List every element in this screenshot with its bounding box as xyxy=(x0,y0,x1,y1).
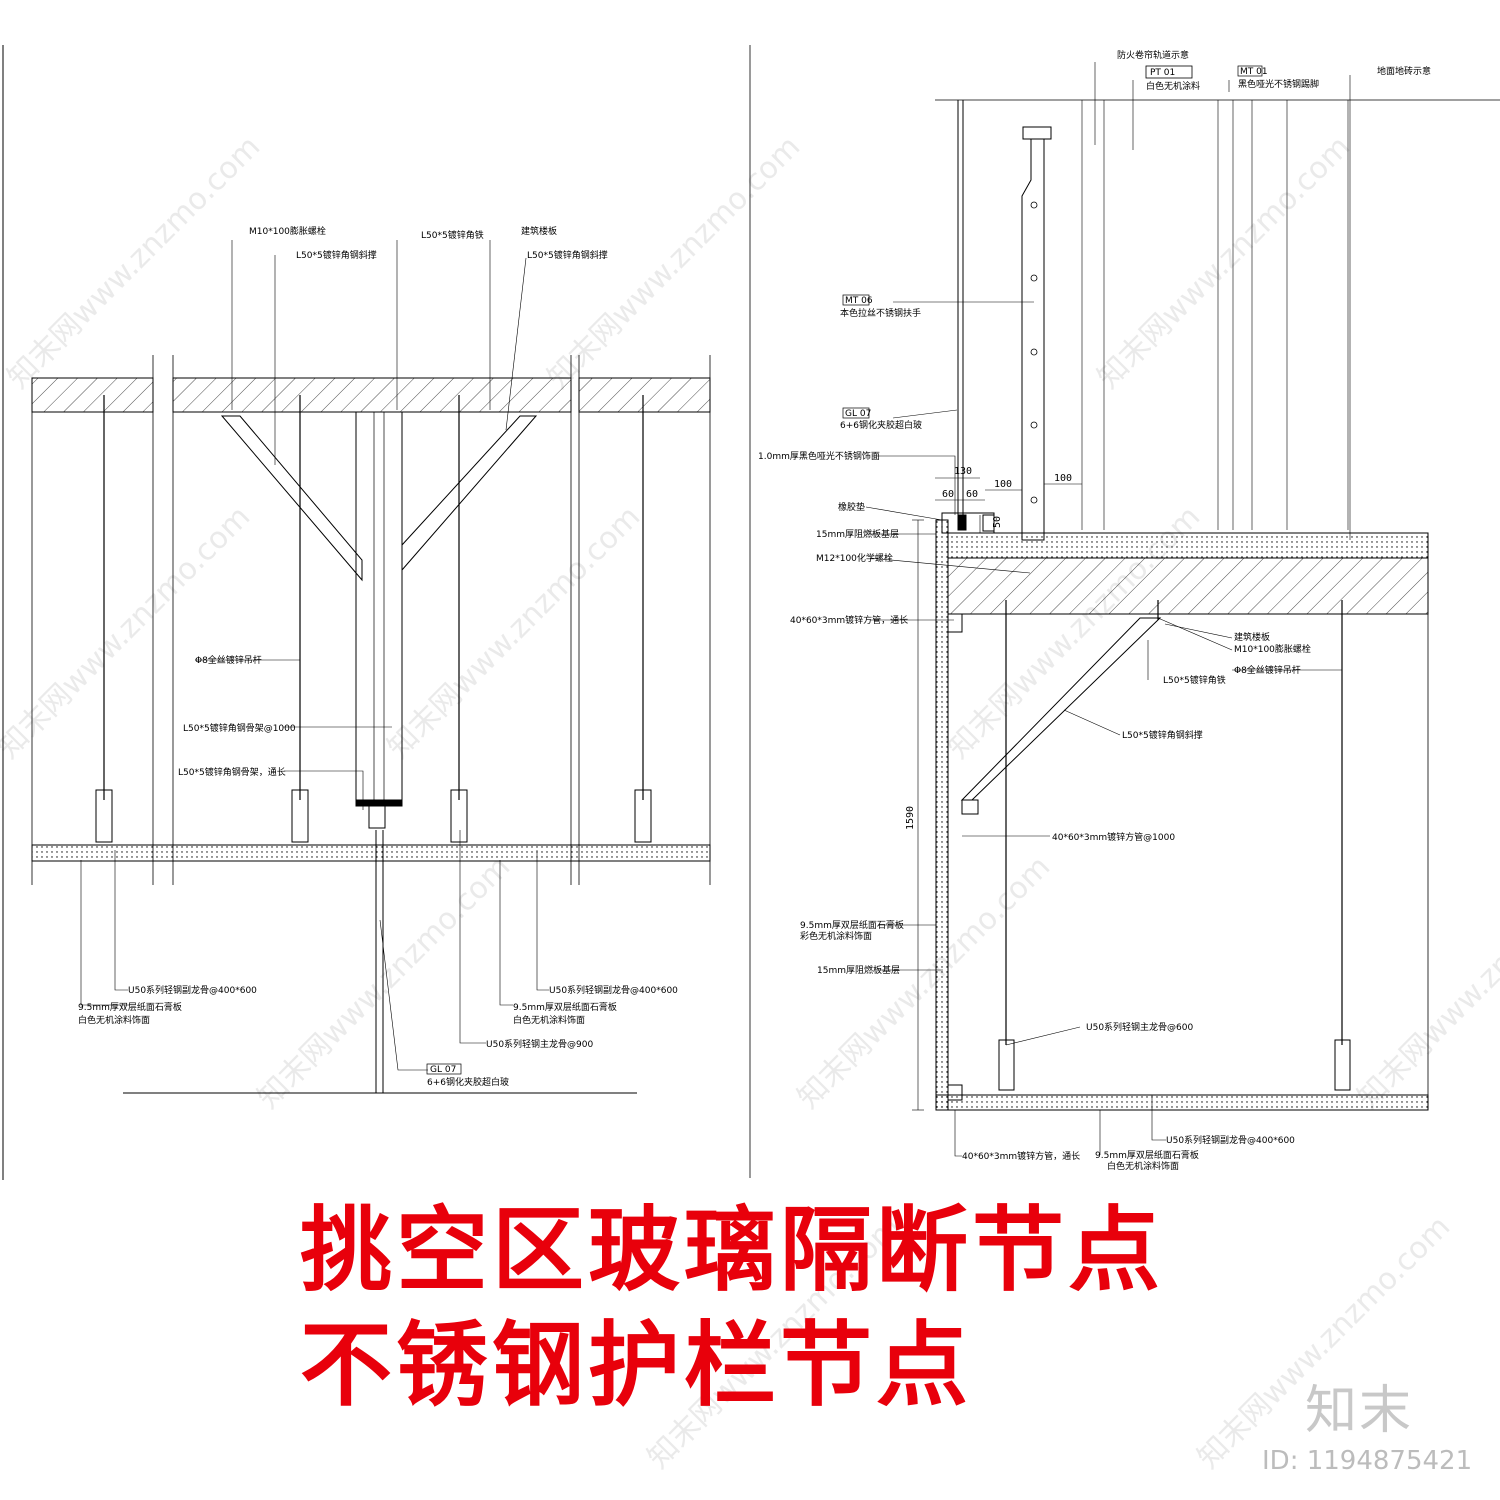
label-u50-main-right: U50系列轻钢主龙骨@600 xyxy=(1086,1021,1193,1033)
label-ss-finish: 1.0mm厚黑色哑光不锈钢饰面 xyxy=(758,450,880,462)
label-shutter: 防火卷帘轨道示意 xyxy=(1117,49,1189,61)
hanger-rods-right xyxy=(1005,600,1343,1045)
label-gypsum-bottom-1: 9.5mm厚双层纸面石膏板 xyxy=(1095,1149,1199,1161)
label-gypsum-left-1: 9.5mm厚双层纸面石膏板 xyxy=(78,1001,182,1013)
watermark: 知末网www.znzmo.com xyxy=(251,849,517,1115)
label-frame-1000: L50*5镀锌角钢骨架@1000 xyxy=(183,722,296,734)
label-mt01-desc: 黑色哑光不锈钢踢脚 xyxy=(1238,78,1319,90)
label-pt01-code: PT 01 xyxy=(1150,68,1175,78)
dimension-texts: 130 60 60 100 100 50 1590 xyxy=(905,466,1072,830)
label-l50-angle-right: L50*5镀锌角铁 xyxy=(1163,674,1226,686)
watermark: 知末网www.znzmo.com xyxy=(381,499,647,765)
label-m10-bolt-right: M10*100膨胀螺栓 xyxy=(1234,643,1311,655)
gypsum-ceiling-right xyxy=(935,1094,1429,1111)
label-frame-long: L50*5镀锌角钢骨架，通长 xyxy=(178,766,286,778)
label-gypsum-right-1: 9.5mm厚双层纸面石膏板 xyxy=(513,1001,617,1013)
label-pt01-desc: 白色无机涂料 xyxy=(1146,80,1200,92)
label-gypsum-left-2: 白色无机涂料饰面 xyxy=(78,1014,150,1026)
handrail-cap xyxy=(1022,126,1052,140)
label-mt06-code: MT 06 xyxy=(845,296,873,306)
label-mt06-desc: 本色拉丝不锈钢扶手 xyxy=(840,307,921,319)
left-detail-glass-partition xyxy=(31,240,711,1094)
floor-slab-left-c xyxy=(578,377,711,413)
label-base-board-2: 15mm厚阻燃板基层 xyxy=(817,964,900,976)
floor-finish xyxy=(947,532,1429,559)
label-u50-sub-right: U50系列轻钢副龙骨@400*600 xyxy=(549,984,678,996)
label-gypsum-side-2: 彩色无机涂料饰面 xyxy=(800,930,872,942)
dim-1590: 1590 xyxy=(905,806,916,830)
label-floor-slab-right: 建筑楼板 xyxy=(1234,631,1270,643)
label-rubber: 橡胶垫 xyxy=(838,501,865,513)
floor-slab-right xyxy=(947,557,1429,615)
label-gl07-desc-right: 6+6钢化夹胶超白玻 xyxy=(840,419,922,431)
watermark: 知末网www.znzmo.com xyxy=(1351,849,1500,1115)
label-floor-tile: 地面地砖示意 xyxy=(1377,65,1431,77)
title-line-1: 挑空区玻璃隔断节点 xyxy=(300,1197,1165,1304)
watermark: 知末网www.znzmo.com xyxy=(791,849,1057,1115)
label-gl07-code-right: GL 07 xyxy=(845,409,871,419)
leaders-left xyxy=(80,240,549,1071)
label-rod-right: Φ8全丝镀锌吊杆 xyxy=(1234,664,1301,676)
label-u50-sub-right: U50系列轻钢副龙骨@400*600 xyxy=(1166,1134,1295,1146)
dim-50: 50 xyxy=(992,516,1003,528)
dim-100-a: 100 xyxy=(994,479,1012,490)
side-wall-cladding xyxy=(935,519,949,1111)
hanger-rods xyxy=(103,395,644,800)
floor-slab-left-b xyxy=(172,377,572,413)
label-tube-long-2: 40*60*3mm镀锌方管，通长 xyxy=(962,1150,1080,1162)
floor-slab-left-a xyxy=(31,377,154,413)
label-chem-bolt: M12*100化学螺栓 xyxy=(816,552,893,564)
label-mt01-code: MT 01 xyxy=(1240,67,1268,77)
label-m10-bolt: M10*100膨胀螺栓 xyxy=(249,225,326,237)
left-labels: M10*100膨胀螺栓 L50*5镀锌角钢斜撑 L50*5镀锌角铁 建筑楼板 L… xyxy=(78,225,678,1088)
label-l50-brace-a: L50*5镀锌角钢斜撑 xyxy=(296,249,377,261)
label-l50-angle: L50*5镀锌角铁 xyxy=(421,229,484,241)
label-tube-long: 40*60*3mm镀锌方管，通长 xyxy=(790,614,908,626)
label-u50-main: U50系列轻钢主龙骨@900 xyxy=(486,1038,593,1050)
label-gypsum-bottom-2: 白色无机涂料饰面 xyxy=(1107,1160,1179,1172)
watermark: 知末网www.znzmo.com xyxy=(1091,129,1357,395)
leaders-right xyxy=(865,62,1351,1157)
right-labels: 防火卷帘轨道示意 PT 01 白色无机涂料 MT 01 黑色哑光不锈钢踢脚 地面… xyxy=(758,49,1431,1172)
label-floor-slab: 建筑楼板 xyxy=(521,225,557,237)
label-base-board: 15mm厚阻燃板基层 xyxy=(816,528,899,540)
dim-130: 130 xyxy=(954,466,972,477)
railing-post xyxy=(1021,139,1045,541)
angle-braces xyxy=(220,415,538,582)
label-l50-brace-right: L50*5镀锌角钢斜撑 xyxy=(1122,729,1203,741)
label-gypsum-right-2: 白色无机涂料饰面 xyxy=(513,1014,585,1026)
title-line-2: 不锈钢护栏节点 xyxy=(300,1312,973,1419)
watermark: 知末网www.znzmo.com xyxy=(541,129,807,395)
label-gypsum-side-1: 9.5mm厚双层纸面石膏板 xyxy=(800,919,904,931)
watermark: 知末网www.znzmo.com xyxy=(1,129,267,395)
label-gl07-desc-left: 6+6钢化夹胶超白玻 xyxy=(427,1076,509,1088)
dimension-lines xyxy=(912,477,1082,1111)
dim-60-a: 60 xyxy=(942,489,954,500)
railing-holes xyxy=(1030,201,1038,504)
label-u50-sub-left: U50系列轻钢副龙骨@400*600 xyxy=(128,984,257,996)
label-l50-brace-b: L50*5镀锌角钢斜撑 xyxy=(527,249,608,261)
dim-100-b: 100 xyxy=(1054,473,1072,484)
hanger-brackets xyxy=(95,789,652,843)
id-text: ID: 1194875421 xyxy=(1262,1446,1473,1476)
dim-60-b: 60 xyxy=(966,489,978,500)
label-gl07-code-left: GL 07 xyxy=(430,1065,456,1075)
label-rod: Φ8全丝镀锌吊杆 xyxy=(195,654,262,666)
right-detail-railing xyxy=(865,62,1500,1157)
gypsum-ceiling xyxy=(31,844,711,862)
brand-logo-text: 知末 xyxy=(1305,1381,1414,1441)
label-tube-1000: 40*60*3mm镀锌方管@1000 xyxy=(1052,831,1175,843)
